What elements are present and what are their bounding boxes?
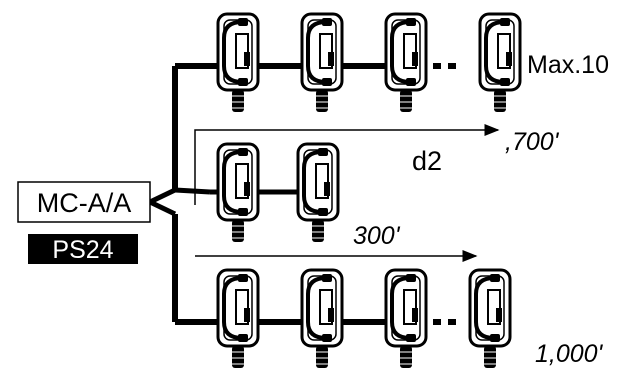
max-label: Max.10: [527, 51, 609, 79]
power-supply-label: PS24: [52, 236, 113, 264]
distance-300-label: 300': [353, 222, 401, 250]
power-supply-badge: [28, 234, 138, 264]
station-icon: [384, 12, 428, 114]
station-icon: [300, 12, 344, 114]
wiring-lines: [148, 63, 462, 325]
d2-label: d2: [412, 146, 442, 176]
arrow-700: [194, 124, 500, 205]
station-icon: [216, 268, 260, 370]
station-icon: [468, 268, 512, 370]
branch-to-bottom: [148, 199, 177, 217]
station-icon: [478, 12, 522, 114]
controller: MC-A/A: [17, 181, 151, 223]
power-supply: PS24: [28, 234, 138, 264]
branch-to-middle: [148, 187, 177, 205]
station-icon: [216, 12, 260, 114]
station-icon: [300, 268, 344, 370]
branch-mid-stub: [174, 187, 211, 195]
distance-700-label: ,700': [505, 128, 560, 156]
station-icon: [384, 268, 428, 370]
station-icon: [296, 142, 340, 244]
station-icon: [216, 142, 260, 244]
controller-box: [17, 181, 151, 223]
controller-label: MC-A/A: [37, 188, 132, 218]
distance-1000-label: 1,000': [535, 340, 604, 368]
distance-arrows: [194, 124, 500, 262]
